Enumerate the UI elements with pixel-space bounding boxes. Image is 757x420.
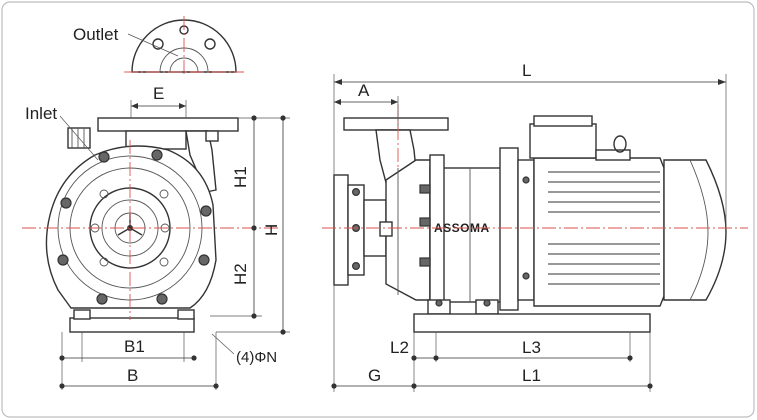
dim-G-label: G: [368, 366, 381, 385]
dim-L1-label: L1: [522, 366, 541, 385]
dim-A: [334, 96, 399, 118]
dim-L: [333, 74, 727, 228]
dim-E: [130, 100, 187, 118]
dim-H2-label: H2: [231, 263, 250, 285]
dim-E-label: E: [153, 84, 164, 103]
dim-B1-label: B1: [124, 337, 145, 356]
dim-A-label: A: [358, 81, 370, 100]
pump-front-view: [22, 117, 280, 333]
dim-H-label: H: [262, 224, 281, 236]
dim-bottom-group: [331, 285, 653, 392]
lifting-eye: [613, 135, 627, 153]
dim-L2-label: L2: [390, 338, 409, 357]
inlet-label: Inlet: [25, 104, 57, 123]
outlet-label: Outlet: [73, 25, 119, 44]
anchor-hole-label: (4)ΦN: [236, 349, 277, 366]
dim-B-group: [59, 332, 219, 390]
outlet-flange-view: [124, 16, 244, 76]
dim-L3-label: L3: [522, 338, 541, 357]
dim-H-group: [210, 115, 290, 335]
outlet-leader: [127, 33, 179, 57]
inlet-leader: [59, 115, 99, 161]
pump-side-view: ASSOMA: [322, 104, 748, 333]
dim-B-label: B: [127, 366, 138, 385]
dim-L-label: L: [522, 61, 531, 80]
dim-H1-label: H1: [231, 166, 250, 188]
anchor-hole-leader: [211, 333, 235, 355]
